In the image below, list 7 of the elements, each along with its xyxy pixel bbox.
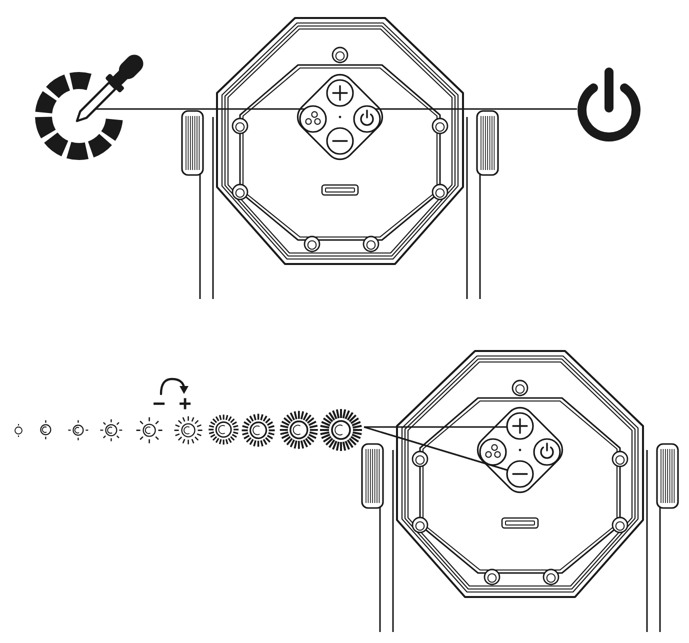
plus-button: [506, 412, 534, 440]
minus-sign: −: [152, 393, 166, 415]
leader-line: [364, 426, 507, 428]
power-icon: [577, 66, 641, 143]
minus-button: [506, 460, 534, 488]
plus-sign: +: [178, 393, 192, 415]
leader-line: [364, 426, 508, 471]
